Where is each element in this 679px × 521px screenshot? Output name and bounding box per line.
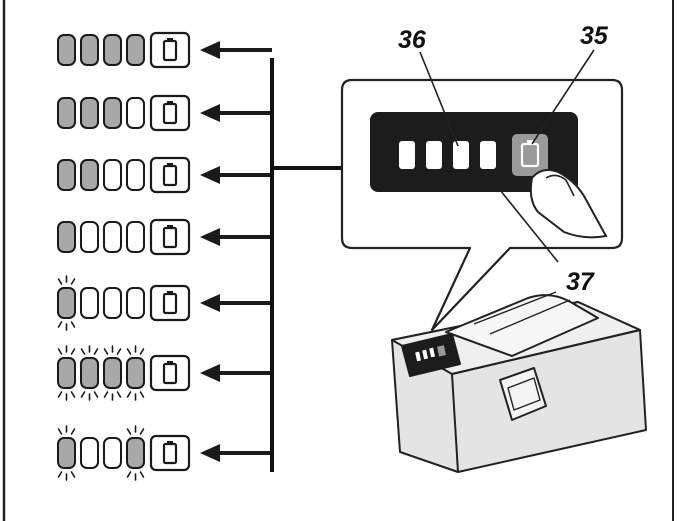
lamp-on bbox=[80, 97, 99, 129]
callout-label-36: 36 bbox=[398, 26, 427, 54]
blink-rays bbox=[57, 275, 76, 331]
lamp-on bbox=[103, 97, 122, 129]
battery-icon bbox=[149, 218, 191, 256]
arrow-left-icon bbox=[200, 41, 272, 59]
lamp-off bbox=[126, 97, 145, 129]
blink-rays bbox=[57, 425, 76, 481]
panel-lamp-2 bbox=[426, 141, 442, 169]
lamp-blinking bbox=[103, 357, 122, 389]
indicator-row bbox=[57, 94, 272, 132]
indicator-row bbox=[57, 31, 272, 69]
indicator-row bbox=[57, 275, 272, 331]
panel-lamp-1 bbox=[399, 141, 415, 169]
battery-pack-icon bbox=[391, 291, 647, 473]
indicator-rows bbox=[57, 31, 272, 481]
lamp-off bbox=[103, 159, 122, 191]
arrow-left-icon bbox=[200, 166, 272, 184]
lamp-off bbox=[80, 437, 99, 469]
lamp-off bbox=[126, 287, 145, 319]
panel-lamp-4 bbox=[480, 141, 496, 169]
lamp-blinking bbox=[57, 287, 76, 319]
connector-lines bbox=[270, 58, 350, 472]
leader-line-35 bbox=[531, 49, 595, 145]
arrow-left-icon bbox=[200, 294, 272, 312]
indicator-row bbox=[57, 345, 272, 401]
leader-line-37 bbox=[499, 189, 559, 263]
lamp-blinking bbox=[57, 357, 76, 389]
arrow-left-icon bbox=[200, 228, 272, 246]
leader-line-36 bbox=[419, 51, 459, 147]
lamp-on bbox=[57, 221, 76, 253]
finger-icon bbox=[529, 169, 608, 239]
lamp-on bbox=[57, 159, 76, 191]
blink-rays bbox=[80, 345, 99, 401]
zoom-callout: 36 35 37 bbox=[340, 22, 624, 332]
battery-icon bbox=[149, 94, 191, 132]
lamp-on bbox=[80, 34, 99, 66]
battery-rail bbox=[445, 294, 599, 357]
battery-icon bbox=[149, 31, 191, 69]
check-button-frame bbox=[512, 134, 548, 176]
lamp-on bbox=[80, 159, 99, 191]
lamp-off bbox=[103, 221, 122, 253]
battery-icon bbox=[149, 284, 191, 322]
check-button[interactable] bbox=[512, 134, 548, 176]
blink-rays bbox=[57, 345, 76, 401]
arrow-left-icon bbox=[200, 444, 272, 462]
indicator-row bbox=[57, 425, 272, 481]
lamp-on bbox=[103, 34, 122, 66]
blink-rays bbox=[126, 425, 145, 481]
blink-rays bbox=[103, 345, 122, 401]
battery-icon bbox=[149, 434, 191, 472]
lamp-off bbox=[80, 221, 99, 253]
battery-icon bbox=[149, 354, 191, 392]
battery-icon bbox=[520, 140, 540, 168]
battery-icon bbox=[149, 156, 191, 194]
callout-label-37: 37 bbox=[566, 268, 595, 296]
lamp-blinking bbox=[126, 437, 145, 469]
arrow-left-icon bbox=[200, 104, 272, 122]
blink-rays bbox=[126, 345, 145, 401]
arrow-left-icon bbox=[200, 364, 272, 382]
lamp-on bbox=[57, 97, 76, 129]
lamp-blinking bbox=[57, 437, 76, 469]
panel-lamps bbox=[399, 141, 496, 169]
lamp-off bbox=[126, 159, 145, 191]
lamp-off bbox=[126, 221, 145, 253]
indicator-row bbox=[57, 156, 272, 194]
lamp-off bbox=[103, 437, 122, 469]
lamp-on bbox=[57, 34, 76, 66]
lamp-off bbox=[103, 287, 122, 319]
lamp-off bbox=[80, 287, 99, 319]
panel-lamp-3 bbox=[453, 141, 469, 169]
lamp-blinking bbox=[126, 357, 145, 389]
lamp-on bbox=[126, 34, 145, 66]
indicator-row bbox=[57, 218, 272, 256]
callout-label-35: 35 bbox=[580, 22, 609, 50]
lamp-blinking bbox=[80, 357, 99, 389]
